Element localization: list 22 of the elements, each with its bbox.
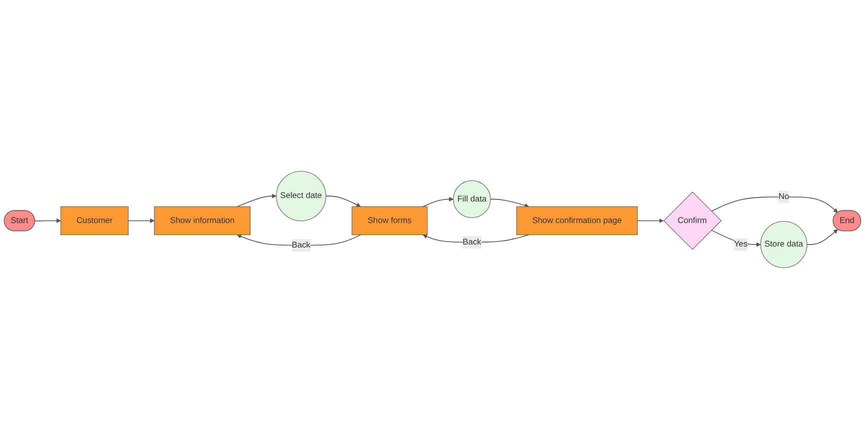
node-box: Show confirmation page (516, 206, 638, 236)
arrow (490, 198, 530, 208)
node-circle: Store data (760, 221, 808, 268)
arrow (325, 196, 361, 207)
arrow (637, 218, 664, 224)
arrow (422, 196, 454, 208)
node-diamond: Confirm (663, 192, 722, 250)
node-circle: Fill data (453, 180, 491, 218)
edge-label: Yes (734, 240, 748, 249)
edge-label: Back (292, 240, 310, 250)
node-box: Show information (154, 206, 250, 236)
edge-label: No (778, 192, 790, 202)
arrow (711, 196, 838, 213)
arrow (806, 229, 838, 245)
arrow (236, 194, 276, 208)
node-box: Customer (60, 206, 129, 236)
node-circle: Select date (276, 171, 326, 222)
node-box: Show forms (352, 206, 428, 236)
arrow (236, 234, 362, 246)
arrow (34, 218, 61, 224)
edge-label: Back (462, 238, 482, 246)
arrow (128, 218, 155, 224)
